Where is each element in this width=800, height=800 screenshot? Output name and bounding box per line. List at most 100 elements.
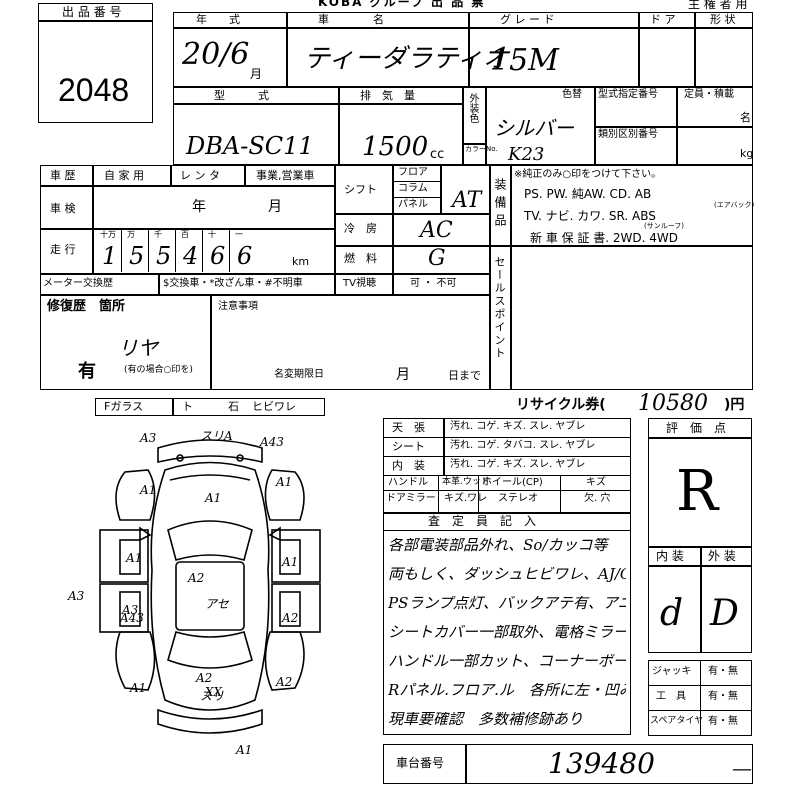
mileage-place-label: 十 — [208, 230, 216, 239]
history-option-business[interactable]: 事業,営業車 — [256, 169, 315, 182]
meter-options[interactable]: $交換車・*改ざん車・#不明車 — [163, 278, 303, 289]
inspector-label: 査 定 員 記 入 — [428, 514, 537, 528]
equipment-label: 装備品 — [493, 178, 507, 232]
mileage-place-label: 十万 — [100, 230, 116, 239]
recycle-unit: )円 — [724, 397, 745, 413]
glass-option-stone[interactable]: 石 — [228, 400, 239, 413]
car-name-value: ティーダラティオ — [304, 44, 509, 74]
damage-mark: A43 — [120, 611, 144, 625]
damage-mark: A2 — [276, 675, 293, 689]
glass-option-to[interactable]: ト — [182, 400, 193, 413]
shape-label: 形 状 — [710, 13, 736, 26]
interior-options[interactable]: 汚れ. コゲ. キズ. スレ. ヤブレ — [450, 459, 586, 470]
history-option-private[interactable]: 自 家 用 — [104, 169, 144, 182]
condition-table — [383, 418, 631, 513]
damage-mark: A1 — [130, 681, 147, 695]
year-label: 年 式 — [196, 13, 240, 26]
wheel-label: ホイール(CP) — [482, 477, 543, 488]
shift-option-panel[interactable]: パネル — [398, 199, 428, 210]
inspector-note-line: 各部電装部品外れ、So/カッコ等 — [388, 538, 608, 553]
history-option-rental[interactable]: レ ン タ — [180, 169, 220, 182]
equipment-note: ※純正のみ○印をつけて下さい。 — [514, 169, 662, 180]
damage-mark: A2 — [282, 611, 299, 625]
handle-options[interactable]: 本革.ウッド — [442, 477, 490, 487]
repair-notes-block — [40, 295, 490, 390]
tools-label: 工 具 — [656, 691, 686, 702]
mileage-unit: km — [292, 255, 310, 268]
inspection-month: 月 — [268, 199, 282, 215]
mileage-label: 走 行 — [50, 243, 76, 256]
persons-unit: 名 — [740, 111, 751, 124]
ceiling-options[interactable]: 汚れ. コゲ. キズ. スレ. ヤブレ — [450, 421, 586, 432]
lot-number-box — [38, 3, 153, 123]
equipment-line-3[interactable]: 新 車 保 証 書. 2WD. 4WD — [530, 231, 678, 245]
tools-value[interactable]: 有・無 — [708, 691, 738, 702]
stereo-options[interactable]: 欠. 穴 — [584, 493, 611, 504]
chassis-dash: — — [732, 756, 752, 780]
glass-box — [95, 398, 325, 416]
mileage-digit: 5 — [129, 242, 145, 270]
seat-label: シート — [392, 440, 425, 453]
color-change-label: 色替 — [562, 89, 582, 100]
handle-label: ハンドル — [388, 477, 428, 488]
sales-point-label: セールスポイント — [493, 256, 506, 360]
repair-label: 修復歴 箇所 — [47, 299, 126, 314]
chassis-value: 139480 — [548, 747, 655, 780]
equipment-block — [490, 165, 753, 390]
shift-option-column[interactable]: コラム — [398, 183, 428, 194]
kg-unit: kg — [740, 147, 754, 160]
ac-value: AC — [420, 218, 453, 243]
scratch-label: キズ — [586, 477, 606, 488]
equipment-line-1[interactable]: PS. PW. 純AW. CD. AB — [524, 187, 652, 201]
seat-options[interactable]: 汚れ. コゲ. タバコ. スレ. ヤブレ — [450, 440, 596, 451]
fuel-value: G — [428, 246, 446, 271]
damage-mark: A3 — [68, 589, 85, 603]
glass-option-crack[interactable]: ヒビワレ — [252, 400, 296, 413]
chassis-box — [383, 744, 753, 784]
recycle-label: リサイクル券( — [516, 397, 606, 413]
notes-label: 注意事項 — [218, 301, 258, 312]
displacement-label: 排 気 量 — [360, 89, 415, 102]
deadline-day: 日まで — [448, 369, 481, 382]
mirror-label: ドアミラー — [386, 493, 436, 504]
damage-mark: スリ — [200, 689, 225, 703]
score-label: 評 価 点 — [666, 421, 727, 435]
inspector-note-line: 現車要確認 多数補修跡あり — [388, 712, 584, 727]
tv-value[interactable]: 可 ・ 不可 — [410, 278, 457, 289]
damage-mark: A1 — [236, 743, 253, 757]
spec-block — [335, 165, 490, 295]
stereo-label: ステレオ — [498, 493, 538, 504]
year-value: 20/6 — [182, 37, 250, 72]
mileage-digit: 4 — [183, 242, 199, 270]
lot-number: 2048 — [58, 72, 130, 108]
equipment-line-2[interactable]: TV. ナビ. カワ. SR. ABS — [524, 209, 656, 223]
damage-mark: A1 — [282, 555, 299, 569]
recycle-amount: 10580 — [638, 391, 708, 416]
repair-has[interactable]: 有 — [78, 361, 96, 382]
damage-mark: スリA — [200, 429, 233, 443]
tv-label: TV視聴 — [343, 278, 376, 289]
inspector-note-line: シートカバー一部取外、電格ミラー不良 — [388, 625, 626, 640]
damage-mark: A1 — [140, 483, 157, 497]
score-value: R — [676, 459, 719, 524]
mirror-options[interactable]: キズ.ワレ — [444, 493, 488, 504]
glass-label: Fガラス — [104, 400, 144, 413]
color-value: シルバー — [494, 116, 574, 140]
interior-score-value: d — [660, 593, 684, 634]
spare-value[interactable]: 有・無 — [708, 716, 738, 727]
damage-mark: A3 — [140, 431, 157, 445]
jack-value[interactable]: 有・無 — [708, 666, 738, 677]
inspector-note-line: ハンドル一部カット、コーナーポール入 — [388, 654, 626, 669]
repair-value: リヤ — [118, 336, 158, 360]
history-label: 車 歴 — [50, 169, 76, 182]
deadline-label: 名変期限日 — [274, 369, 324, 380]
owner-label: 主 権 者 用 — [688, 0, 748, 11]
mileage-digit: 1 — [102, 242, 118, 270]
ac-label: 冷 房 — [344, 222, 377, 235]
sunroof-note: (サンルーフ) — [644, 222, 685, 230]
mileage-place-label: 万 — [127, 230, 135, 239]
inspector-note-line: PSランプ点灯、バックアテ有、アニ外れ — [388, 596, 626, 611]
exterior-score-label: 外 装 — [708, 549, 736, 563]
shift-option-floor[interactable]: フロア — [398, 167, 428, 178]
repair-note: (有の場合○印を) — [124, 365, 193, 375]
